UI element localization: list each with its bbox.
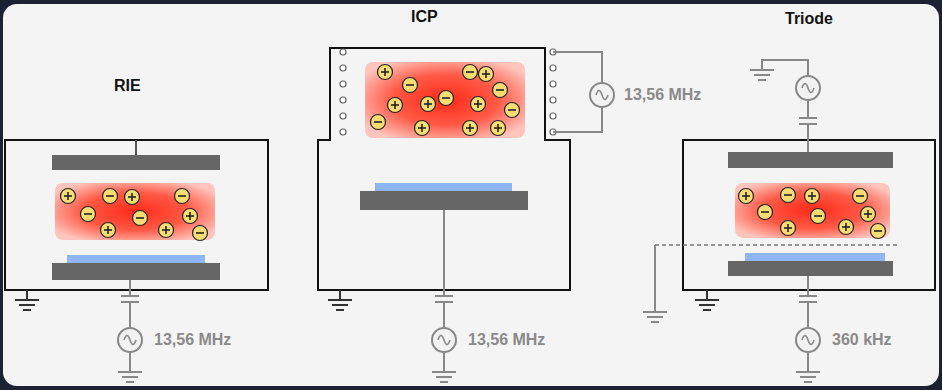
reactor-title: RIE (114, 78, 141, 94)
reactor-title: Triode (785, 11, 833, 27)
frequency-label: 360 kHz (832, 332, 892, 348)
reactor-title: ICP (411, 9, 438, 25)
frequency-label: 13,56 MHz (468, 332, 545, 348)
frequency-label: 13,56 MHz (624, 87, 701, 103)
frequency-label: 13,56 MHz (154, 332, 231, 348)
